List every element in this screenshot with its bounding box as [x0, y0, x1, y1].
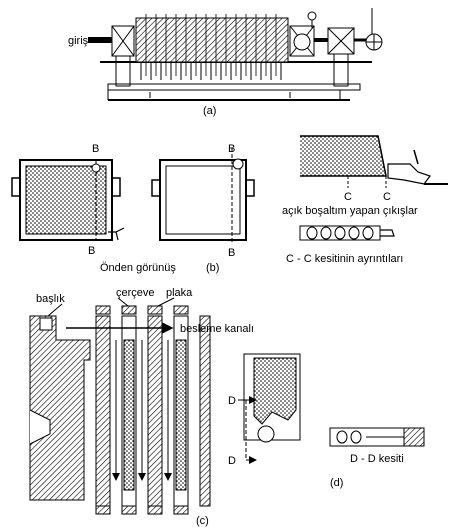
inlet-label: giriş — [68, 35, 89, 47]
frame-front-outline — [159, 159, 247, 241]
feed-port-plate — [91, 163, 101, 173]
panel-a — [88, 8, 383, 101]
caption-c: (c) — [196, 515, 209, 527]
frame-opening — [165, 165, 241, 235]
section-mark-b2: B — [88, 245, 95, 257]
plate-label: plaka — [166, 287, 193, 299]
caption-d: (d) — [330, 477, 343, 489]
head-label: başlık — [36, 293, 65, 305]
plate-dividers — [145, 14, 277, 76]
top-row-cells — [95, 305, 189, 315]
bottom-row-cells — [95, 505, 189, 515]
base-rail — [107, 83, 361, 91]
end-frame-leg — [333, 53, 349, 87]
panel-d — [238, 353, 425, 464]
frame-handle-left — [151, 179, 160, 197]
open-discharge-label: açık boşaltım yapan çıkışlar — [282, 205, 418, 217]
section-mark-c1: C — [344, 191, 352, 203]
d-discharge-port — [257, 425, 275, 443]
frame-handle-right — [246, 179, 255, 197]
feed-port-frame — [232, 158, 244, 170]
section-mark-b3: B — [228, 143, 235, 155]
frame-label: çerçeve — [116, 287, 155, 299]
section-mark-d1: D — [228, 395, 236, 407]
d-plate-outline — [243, 353, 301, 441]
cc-section-rings — [306, 226, 374, 240]
gauge — [307, 11, 317, 21]
head-block — [29, 315, 91, 501]
panel-b — [11, 135, 448, 244]
discharge-valve — [387, 163, 431, 185]
plate-handle-right — [112, 177, 121, 197]
plate-front-surface — [25, 165, 107, 235]
section-mark-b1: B — [92, 143, 99, 155]
discharge-plate-corner — [300, 135, 387, 177]
plate-tap — [108, 227, 125, 241]
section-mark-d2: D — [228, 455, 236, 467]
fixed-head-leg — [115, 55, 131, 87]
plate-handle-left — [11, 177, 20, 197]
panel-c — [29, 297, 211, 515]
section-mark-c2: C — [383, 191, 391, 203]
caption-a: (a) — [203, 105, 216, 117]
section-mark-b4: B — [228, 247, 235, 259]
discharge-taps — [140, 62, 282, 80]
feed-channel-label: besleme kanalı — [180, 323, 254, 335]
dd-section-label: D - D kesiti — [350, 453, 404, 465]
plate-front-outline — [19, 159, 113, 241]
d-filter-surface — [253, 357, 297, 425]
handwheel-small — [293, 33, 311, 51]
cc-detail-label: C - C kesitinin ayrıntıları — [286, 253, 403, 265]
front-view-label: Önden görünüş — [100, 262, 176, 274]
stack-elements — [95, 315, 211, 507]
cc-section-bar — [299, 225, 381, 241]
plate-stack — [135, 17, 289, 63]
flow-arrows — [112, 340, 172, 481]
head-recess — [29, 409, 51, 445]
caption-b: (b) — [206, 262, 219, 274]
